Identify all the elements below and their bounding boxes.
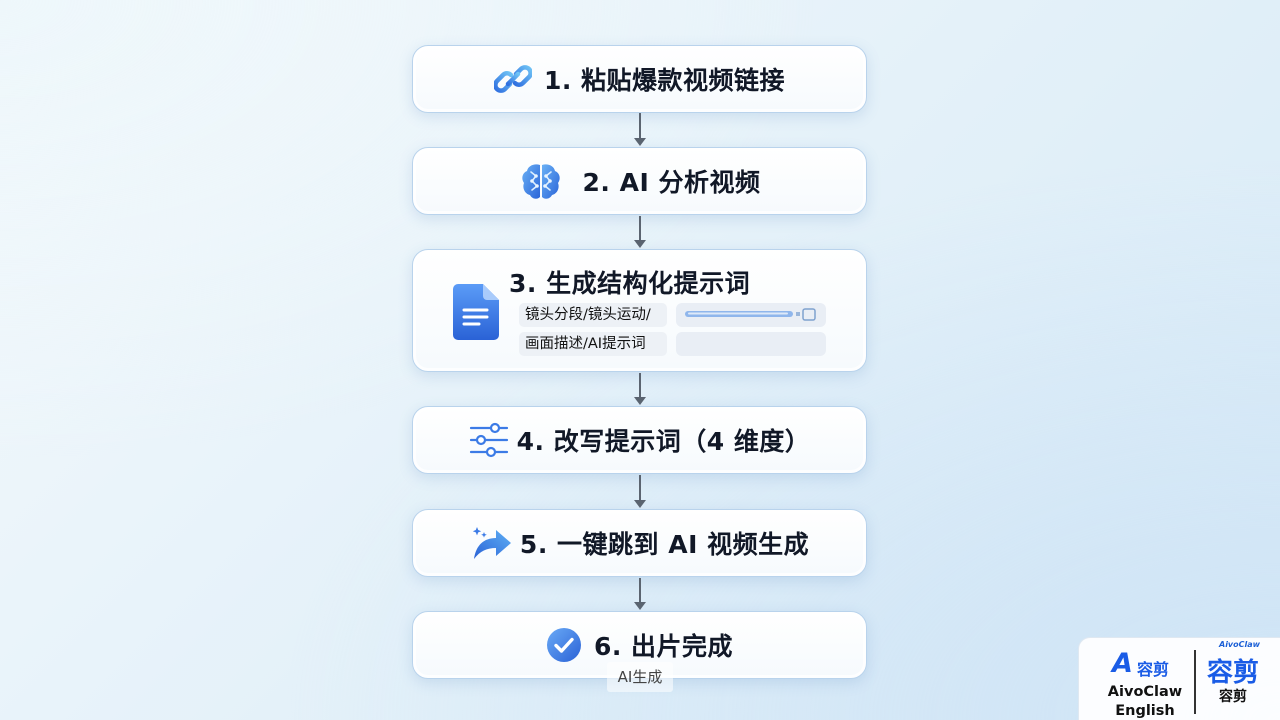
ai-generated-label: AI生成 [607, 662, 673, 692]
arrow-4-5 [632, 475, 648, 508]
brand-cn-subtitle: 容剪 [1219, 689, 1247, 705]
step-2-title: 2. AI 分析视频 [582, 168, 761, 197]
step-1-title: 1. 粘贴爆款视频链接 [543, 66, 786, 95]
step-6-title: 6. 出片完成 [593, 632, 734, 661]
check-circle-icon [546, 627, 582, 663]
share-arrow-icon [470, 525, 512, 561]
sliders-icon [469, 422, 509, 458]
brand-logo-letter: A [1112, 648, 1133, 679]
brand-badge: AivoClaw A 容剪 AivoClaw English 容剪 容剪 [1078, 637, 1280, 720]
document-icon [453, 284, 499, 340]
arrow-1-2 [632, 113, 648, 146]
link-icon [493, 60, 532, 98]
brand-logo-cn: 容剪 [1137, 660, 1170, 679]
step-4-title: 4. 改写提示词（4 维度） [516, 427, 811, 456]
placeholder-bar-1 [676, 303, 826, 327]
step-5-card: 5. 一键跳到 AI 视频生成 [412, 509, 867, 577]
brand-divider [1194, 650, 1196, 714]
arrow-3-4 [632, 373, 648, 405]
arrow-2-3 [632, 216, 648, 248]
prompt-chip-2: 画面描述/AI提示词 [519, 332, 667, 356]
brand-sub-wordmark: AivoClaw [1219, 640, 1261, 649]
step-2-card: 2. AI 分析视频 [412, 147, 867, 215]
step-5-title: 5. 一键跳到 AI 视频生成 [519, 530, 810, 559]
step-3-title: 3. 生成结构化提示词 [509, 269, 751, 298]
step-3-card: 3. 生成结构化提示词 镜头分段/镜头运动/ 画面描述/AI提示词 [412, 249, 867, 372]
brain-icon [519, 159, 563, 203]
step-1-card: 1. 粘贴爆款视频链接 [412, 45, 867, 113]
arrow-5-6 [632, 578, 648, 610]
step-6-card: 6. 出片完成 [412, 611, 867, 679]
brand-name-english: AivoClaw English [1107, 684, 1183, 719]
brand-cn-title: 容剪 [1207, 658, 1260, 688]
placeholder-bar-2 [676, 332, 826, 356]
step-4-card: 4. 改写提示词（4 维度） [412, 406, 867, 474]
prompt-chip-1: 镜头分段/镜头运动/ [519, 303, 667, 327]
